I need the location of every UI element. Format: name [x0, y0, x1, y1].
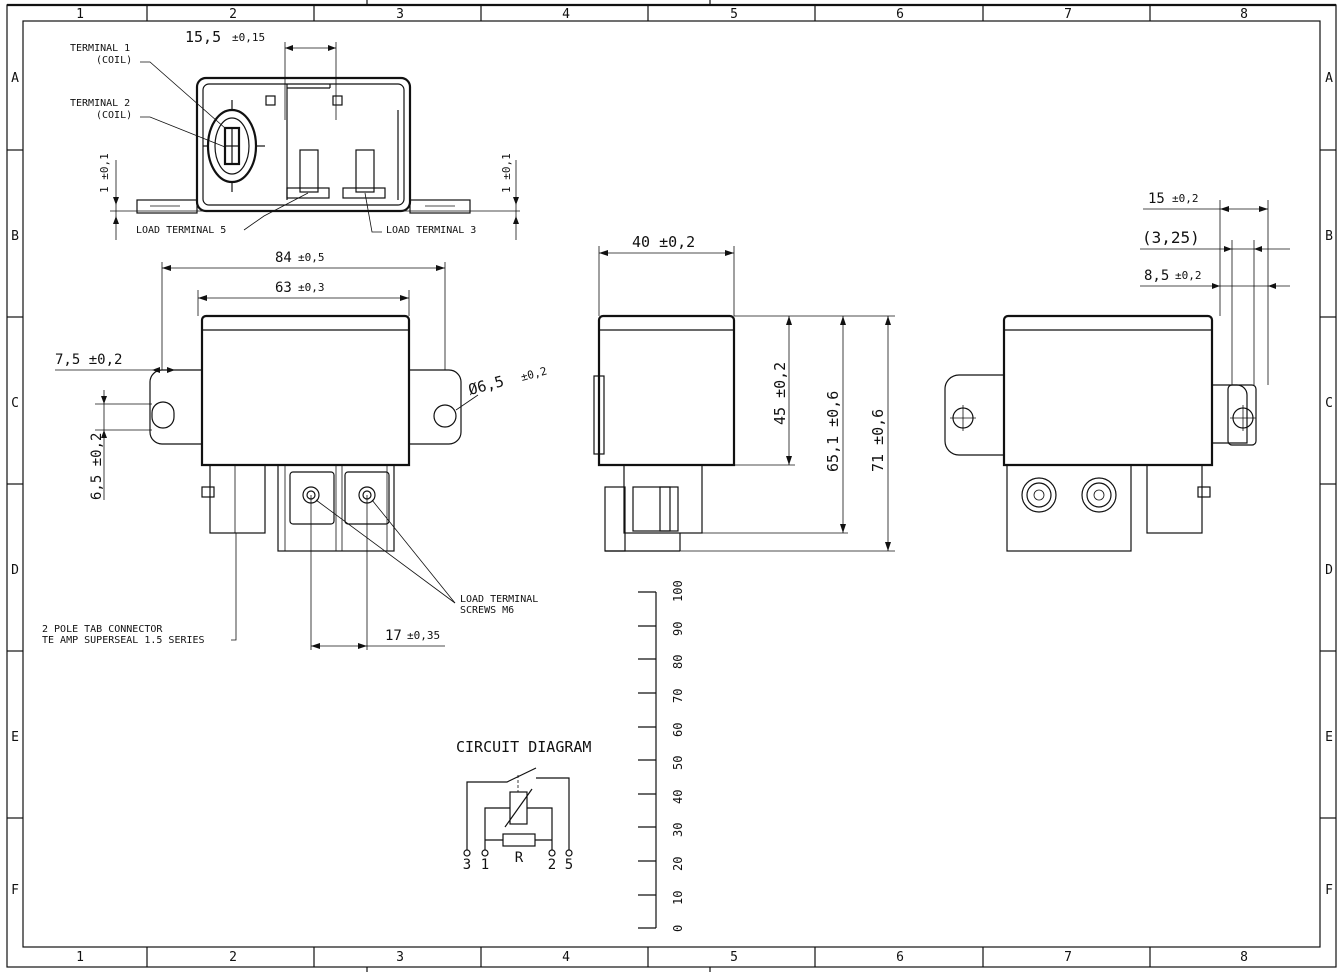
- row-label-d-left: D: [11, 563, 19, 578]
- col-label-3-top: 3: [396, 7, 404, 22]
- rear-dim-15: 15: [1148, 191, 1165, 207]
- scale-tick-30: 30: [671, 823, 685, 837]
- side-dim-65: 65,1 ±0,6: [824, 391, 842, 472]
- col-label-6-bottom: 6: [896, 950, 904, 965]
- circuit-pin-2: 2: [548, 857, 556, 873]
- front-dim-84: 84: [275, 250, 292, 266]
- col-label-2-top: 2: [229, 7, 237, 22]
- row-label-e-left: E: [11, 730, 19, 745]
- drawing-frame: 1 2 3 4 5 6 7 8 1 2 3 4 5 6 7 8 A B C D …: [6, 0, 1337, 972]
- col-label-8-top: 8: [1240, 7, 1248, 22]
- scale-tick-80: 80: [671, 655, 685, 669]
- screws-label-line2: SCREWS M6: [460, 605, 514, 616]
- front-dim-17-tol: ±0,35: [407, 629, 440, 642]
- front-view: 84 ±0,5 63 ±0,3 7,5 ±0,2 6,5 ±0,2 Ø6,5 ±…: [42, 250, 548, 650]
- top-dim-width: 15,5: [185, 28, 221, 46]
- col-label-2-bottom: 2: [229, 950, 237, 965]
- col-label-5-top: 5: [730, 7, 738, 22]
- row-label-f-left: F: [11, 883, 19, 898]
- col-label-7-top: 7: [1064, 7, 1072, 22]
- terminal2-label-line1: TERMINAL 2: [70, 98, 130, 109]
- col-label-1-top: 1: [76, 7, 84, 22]
- connector-label: 2 POLE TAB CONNECTOR TE AMP SUPERSEAL 1.…: [42, 624, 205, 646]
- front-dim-84-tol: ±0,5: [298, 251, 325, 264]
- row-label-d-right: D: [1325, 563, 1333, 578]
- scale-tick-90: 90: [671, 622, 685, 636]
- front-dim-7-5: 7,5 ±0,2: [55, 352, 122, 368]
- scale-tick-60: 60: [671, 723, 685, 737]
- row-label-e-right: E: [1325, 730, 1333, 745]
- row-label-b-right: B: [1325, 229, 1333, 244]
- scale-tick-0: 0: [671, 925, 685, 932]
- circuit-title: CIRCUIT DIAGRAM: [456, 738, 591, 756]
- terminal1-label-line1: TERMINAL 1: [70, 43, 130, 54]
- circuit-diagram: CIRCUIT DIAGRAM R 3 1 2 5: [456, 738, 591, 873]
- connector-label-line2: TE AMP SUPERSEAL 1.5 SERIES: [42, 635, 205, 646]
- circuit-pin-5: 5: [565, 857, 573, 873]
- screws-label-line1: LOAD TERMINAL: [460, 594, 538, 605]
- col-label-8-bottom: 8: [1240, 950, 1248, 965]
- side-view: 40 ±0,2 45 ±0,2 65,1 ±0,6 71 ±0,6: [593, 233, 895, 552]
- row-label-c-right: C: [1325, 396, 1333, 411]
- circuit-pin-1: 1: [481, 857, 489, 873]
- col-label-3-bottom: 3: [396, 950, 404, 965]
- scale-tick-10: 10: [671, 891, 685, 905]
- screws-label: LOAD TERMINAL SCREWS M6: [460, 594, 544, 616]
- scale-tick-40: 40: [671, 790, 685, 804]
- front-dim-dia: Ø6,5: [466, 372, 506, 399]
- terminal1-label-line2: (COIL): [96, 55, 132, 66]
- scale-tick-100: 100: [671, 580, 685, 602]
- circuit-pin-3: 3: [463, 857, 471, 873]
- top-view: 15,5 ±0,15 TERMINAL 1 (COIL) TERMINAL 2 …: [70, 28, 520, 240]
- top-dim-left: 1 ±0,1: [98, 153, 111, 193]
- rear-view: 15 ±0,2 (3,25) 8,5 ±0,2: [944, 191, 1290, 552]
- row-label-f-right: F: [1325, 883, 1333, 898]
- scale-bar: 0 10 20 30 40 50 60 70 80 90 100: [638, 580, 685, 932]
- terminal2-label-line2: (COIL): [96, 110, 132, 121]
- col-label-1-bottom: 1: [76, 950, 84, 965]
- side-dim-71: 71 ±0,6: [869, 409, 887, 472]
- connector-label-line1: 2 POLE TAB CONNECTOR: [42, 624, 163, 635]
- terminal2-label: TERMINAL 2 (COIL): [70, 98, 136, 121]
- col-label-4-bottom: 4: [562, 950, 570, 965]
- side-dim-45: 45 ±0,2: [771, 362, 789, 425]
- row-label-a-right: A: [1325, 71, 1333, 86]
- scale-tick-50: 50: [671, 756, 685, 770]
- front-dim-17: 17: [385, 628, 402, 644]
- front-dim-63: 63: [275, 280, 292, 296]
- rear-dim-8-5-tol: ±0,2: [1175, 269, 1202, 282]
- row-label-b-left: B: [11, 229, 19, 244]
- rear-dim-8-5: 8,5: [1144, 268, 1169, 284]
- top-dim-right: 1 ±0,1: [500, 153, 513, 193]
- side-dim-40: 40 ±0,2: [632, 233, 695, 251]
- row-label-a-left: A: [11, 71, 19, 86]
- scale-tick-20: 20: [671, 857, 685, 871]
- col-label-4-top: 4: [562, 7, 570, 22]
- front-dim-63-tol: ±0,3: [298, 281, 325, 294]
- top-dim-width-tol: ±0,15: [232, 31, 265, 44]
- load-terminal-3-label: LOAD TERMINAL 3: [386, 225, 476, 236]
- terminal1-label: TERMINAL 1 (COIL): [70, 43, 136, 66]
- front-dim-dia-tol: ±0,2: [519, 364, 548, 383]
- load-terminal-5-label: LOAD TERMINAL 5: [136, 225, 226, 236]
- col-label-5-bottom: 5: [730, 950, 738, 965]
- col-label-7-bottom: 7: [1064, 950, 1072, 965]
- row-label-c-left: C: [11, 396, 19, 411]
- front-dim-6-5: 6,5 ±0,2: [89, 433, 105, 500]
- rear-dim-15-tol: ±0,2: [1172, 192, 1199, 205]
- rear-dim-3-25: (3,25): [1142, 228, 1200, 247]
- scale-tick-70: 70: [671, 689, 685, 703]
- circuit-resistor-label: R: [515, 850, 524, 866]
- col-label-6-top: 6: [896, 7, 904, 22]
